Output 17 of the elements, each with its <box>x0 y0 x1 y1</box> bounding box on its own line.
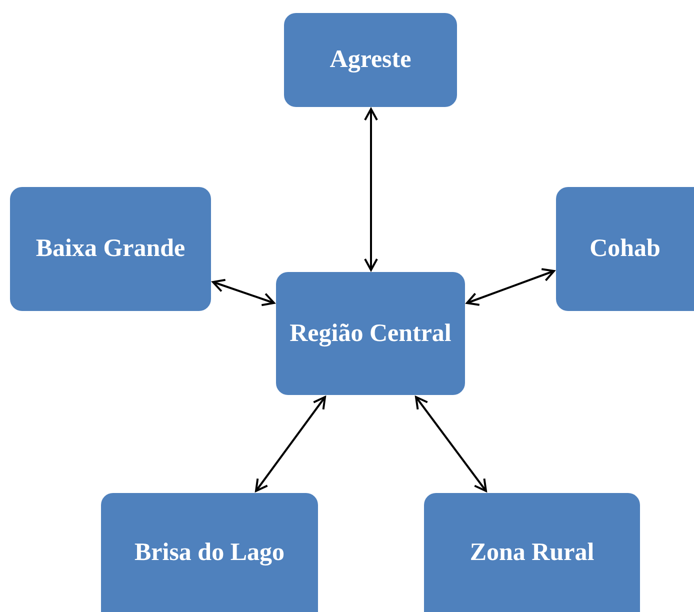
region-box <box>284 13 457 107</box>
region-box <box>10 187 211 311</box>
region-box <box>556 187 694 311</box>
region-name: Agreste <box>328 45 412 75</box>
double-arrow <box>212 278 275 306</box>
region-box <box>276 272 465 395</box>
double-arrow <box>255 396 326 492</box>
double-arrow <box>466 268 555 306</box>
region-name: Região Central <box>288 318 452 348</box>
region-name: Cohab <box>588 234 662 264</box>
double-arrow <box>364 108 378 271</box>
double-arrow <box>415 396 487 492</box>
region-name: Baixa Grande <box>34 234 186 264</box>
region-name: Brisa do Lago <box>133 538 286 568</box>
region-box <box>101 493 318 612</box>
region-box <box>424 493 640 612</box>
region-name: Zona Rural <box>468 538 596 568</box>
